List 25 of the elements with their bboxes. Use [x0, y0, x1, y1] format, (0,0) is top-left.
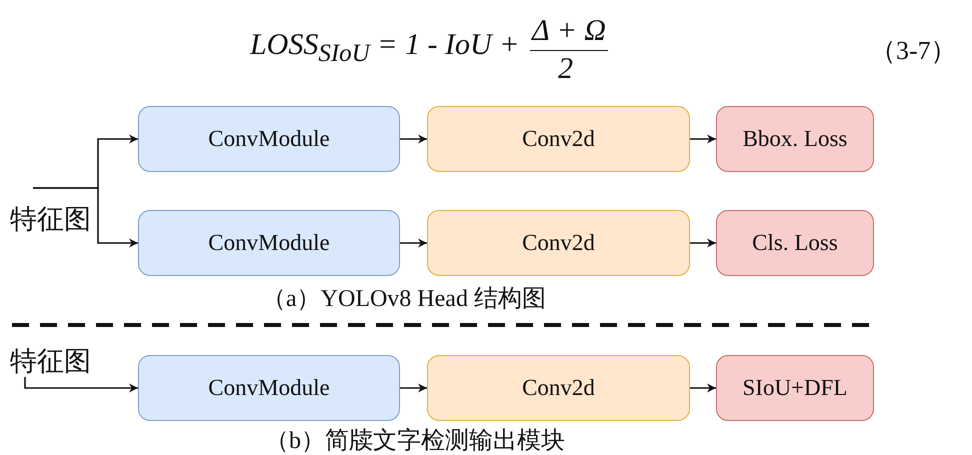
module-box: ConvModule — [138, 106, 400, 172]
formula-numerator: Δ + Ω — [530, 12, 608, 50]
arrow — [690, 384, 716, 392]
loss-box: Bbox. Loss — [716, 106, 874, 172]
arrow — [33, 187, 138, 248]
formula-denominator: 2 — [558, 52, 573, 86]
formula-text: LOSS$_{SIoU}$ = 1 - IoU + — [250, 28, 520, 68]
equation-number: （3-7） — [870, 35, 957, 67]
conv-box: Conv2d — [427, 106, 690, 172]
conv-box: Conv2d — [427, 210, 690, 276]
conv-box: Conv2d — [427, 355, 690, 421]
module-box: ConvModule — [138, 210, 400, 276]
arrow — [690, 134, 716, 144]
arrow — [24, 377, 138, 392]
arrow — [690, 238, 716, 248]
input-label: 特征图 — [10, 203, 91, 236]
module-box: ConvModule — [138, 355, 400, 421]
caption-text: （b）简牍文字检测输出模块 — [265, 426, 565, 455]
arrow — [400, 238, 427, 248]
loss-box: SIoU+DFL — [716, 355, 874, 421]
loss-box: Cls. Loss — [716, 210, 874, 276]
arrow — [400, 384, 427, 392]
arrow — [400, 134, 427, 144]
caption-text: （a）YOLOv8 Head 结构图 — [262, 285, 546, 314]
input-label: 特征图 — [10, 345, 102, 377]
